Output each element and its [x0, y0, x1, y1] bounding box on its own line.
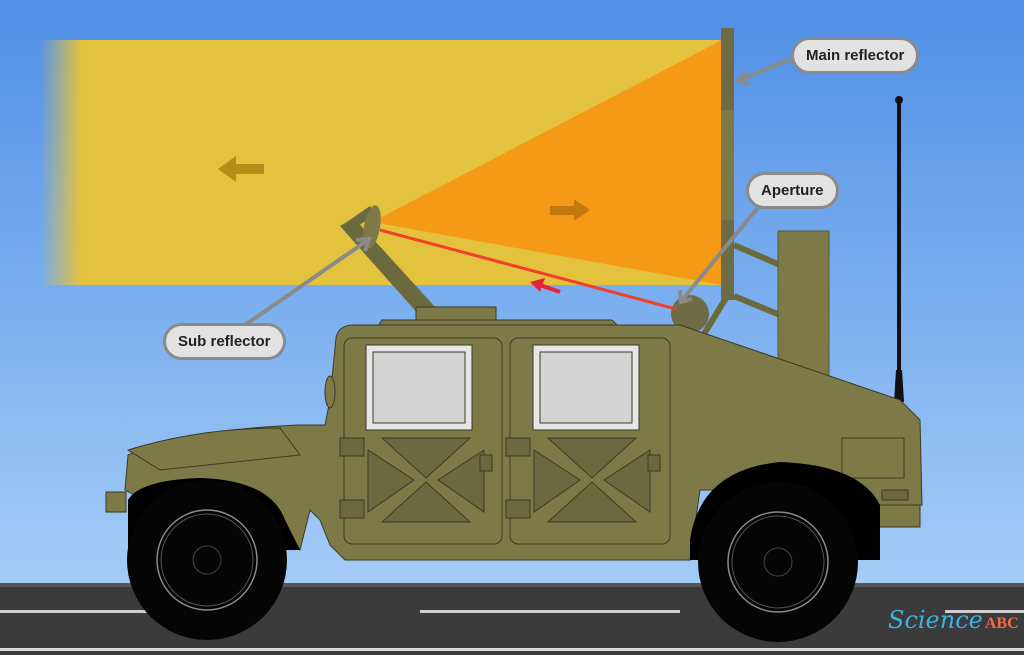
signal-arrow-icon	[530, 278, 561, 294]
arrow-right-icon	[550, 199, 590, 221]
callout-leaders	[243, 55, 796, 327]
signal-ray	[379, 228, 677, 311]
aperture-feed	[671, 295, 709, 333]
sub-reflector-label: Sub reflector	[163, 323, 286, 360]
arrow-left-icon	[218, 156, 264, 182]
equipment-tower	[777, 230, 830, 382]
main-reflector-label: Main reflector	[791, 37, 920, 74]
front-wheel	[127, 478, 300, 640]
logo-abc-text: ABC	[984, 615, 1019, 632]
aperture-label: Aperture	[746, 172, 839, 209]
reflected-cone	[372, 40, 722, 285]
reflector-struts	[701, 242, 782, 336]
rear-wheel	[690, 462, 880, 642]
humvee	[105, 306, 923, 561]
antenna-icon	[894, 96, 904, 402]
logo-science-text: Science	[888, 606, 983, 634]
